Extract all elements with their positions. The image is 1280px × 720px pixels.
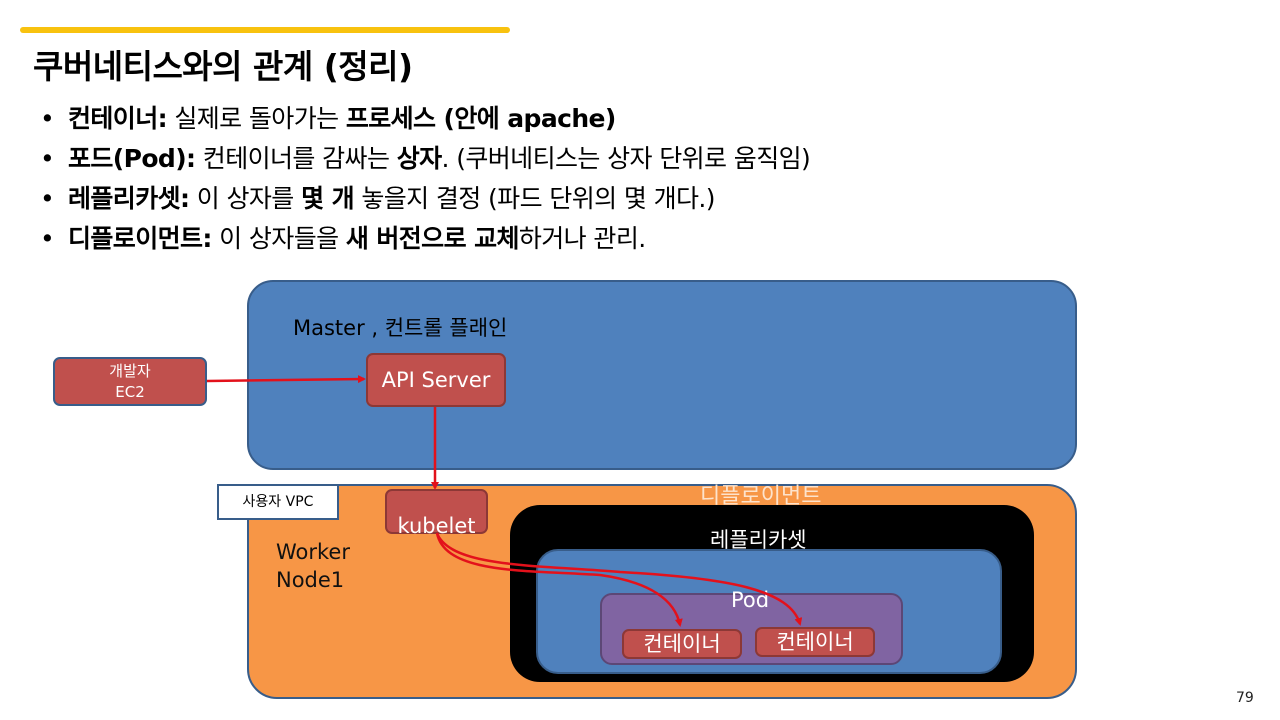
bullet-dot: •	[40, 184, 55, 213]
page-number: 79	[1236, 690, 1254, 706]
bullet-dot: •	[40, 104, 55, 133]
bullet-deployment: • 디플로이먼트: 이 상자들을 새 버전으로 교체하거나 관리.	[40, 220, 810, 260]
title-accent-bar	[20, 27, 510, 33]
bullet-term: 컨테이너:	[68, 104, 168, 133]
bullet-list: • 컨테이너: 실제로 돌아가는 프로세스 (안에 apache) • 포드(Pod…	[40, 100, 811, 260]
ec2-label: EC2	[115, 383, 145, 401]
bullet-replicaset: • 레플리카셋: 이 상자를 몇 개 놓을지 결정 (파드 단위의 몇 개다.)	[40, 180, 810, 220]
bullet-pod: • 포드(Pod): 컨테이너를 감싸는 상자. (쿠버네티스는 상자 단위로 움…	[40, 140, 811, 180]
slide-title: 쿠버네티스와의 관계 (정리)	[33, 47, 413, 86]
worker-label-line1: Worker	[276, 540, 350, 564]
developer-label: 개발자	[109, 362, 151, 380]
bullet-text: 컨테이너를 감싸는	[195, 144, 397, 173]
bullet-term: 레플리카셋:	[68, 184, 190, 213]
developer-ec2-box: 개발자 EC2	[53, 357, 207, 406]
bullet-emphasis: 몇 개	[301, 184, 355, 213]
user-vpc-label: 사용자 VPC	[217, 484, 339, 520]
bullet-text: 이 상자들을	[211, 224, 346, 253]
worker-label-line2: Node1	[276, 568, 345, 592]
bullet-term: 디플로이먼트:	[68, 224, 212, 253]
worker-node-label: Worker Node1	[276, 538, 350, 594]
bullet-term: 포드(Pod):	[68, 144, 196, 173]
container-box-2: 컨테이너	[755, 627, 875, 657]
bullet-text: 이 상자를	[189, 184, 302, 213]
container-box-1: 컨테이너	[622, 629, 742, 659]
bullet-emphasis: 상자	[396, 144, 442, 173]
bullet-text: . (쿠버네티스는 상자 단위로 움직임)	[441, 144, 811, 173]
bullet-emphasis: 프로세스 (안에 apache)	[345, 104, 616, 133]
bullet-container: • 컨테이너: 실제로 돌아가는 프로세스 (안에 apache)	[40, 100, 810, 140]
bullet-emphasis: 새 버전으로 교체	[345, 224, 520, 253]
deployment-label: 디플로이먼트	[700, 484, 822, 509]
bullet-text: 실제로 돌아가는	[167, 104, 346, 133]
bullet-text: 놓을지 결정 (파드 단위의 몇 개다.)	[353, 184, 715, 213]
bullet-dot: •	[40, 144, 55, 173]
bullet-text: 하거나 관리.	[518, 224, 646, 253]
api-server-box: API Server	[366, 353, 506, 407]
bullet-dot: •	[40, 224, 55, 253]
pod-label: Pod	[731, 588, 770, 612]
kubelet-box: kubelet	[385, 489, 488, 538]
master-label: Master , 컨트롤 플래인	[293, 316, 508, 340]
